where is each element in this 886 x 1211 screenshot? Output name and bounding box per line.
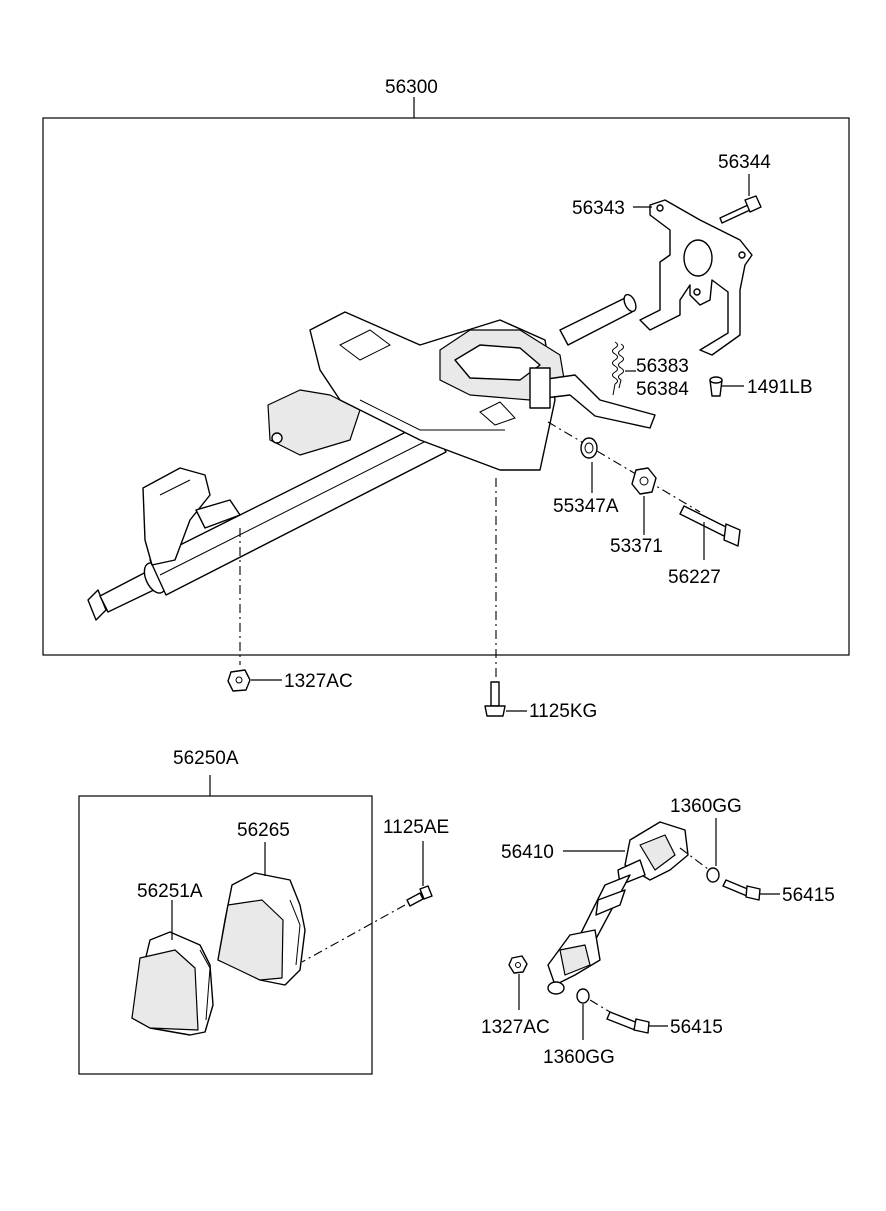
springs-icon (612, 341, 624, 396)
upper-shroud-icon (217, 872, 306, 986)
label-1360GG-top: 1360GG (670, 796, 742, 817)
shroud-screw-icon (406, 885, 433, 907)
joint-nut-icon (508, 955, 528, 974)
column-bolt-icon (484, 681, 506, 717)
label-56410: 56410 (501, 842, 554, 863)
label-53371: 53371 (610, 536, 663, 557)
long-bolt-icon (679, 505, 741, 547)
bushing-icon (580, 437, 598, 459)
steering-column-illustration (87, 293, 656, 621)
intermediate-shaft-icon (547, 821, 689, 995)
label-56250A: 56250A (173, 748, 239, 769)
lower-shroud-icon (131, 931, 214, 1036)
label-1360GG-bottom: 1360GG (543, 1047, 615, 1068)
washer-lower-icon (576, 988, 590, 1004)
label-1491LB: 1491LB (747, 377, 813, 398)
label-56300: 56300 (385, 77, 438, 98)
label-1327AC-top: 1327AC (284, 671, 353, 692)
label-55347A: 55347A (553, 496, 619, 517)
clip-icon (709, 376, 723, 397)
label-1327AC-bottom: 1327AC (481, 1017, 550, 1038)
bracket-bolt-icon (719, 195, 762, 224)
label-56251A: 56251A (137, 881, 203, 902)
joint-bolt-upper-icon (722, 879, 761, 901)
washer-upper-icon (706, 867, 720, 883)
label-56265: 56265 (237, 820, 290, 841)
column-nut-icon (227, 669, 251, 692)
nut-plate-icon (631, 467, 657, 495)
label-1125AE: 1125AE (383, 817, 449, 838)
label-56227: 56227 (668, 567, 721, 588)
label-1125KG: 1125KG (529, 701, 597, 722)
column-bracket-illustration (639, 199, 753, 356)
label-56415-top: 56415 (782, 885, 835, 906)
label-56415-bottom: 56415 (670, 1017, 723, 1038)
shroud-frame (78, 795, 373, 1075)
steering-column-frame (42, 117, 850, 656)
label-56384: 56384 (636, 379, 689, 400)
label-56383: 56383 (636, 356, 689, 377)
label-56344: 56344 (718, 152, 771, 173)
label-56343: 56343 (572, 198, 625, 219)
joint-bolt-lower-icon (606, 1011, 650, 1034)
